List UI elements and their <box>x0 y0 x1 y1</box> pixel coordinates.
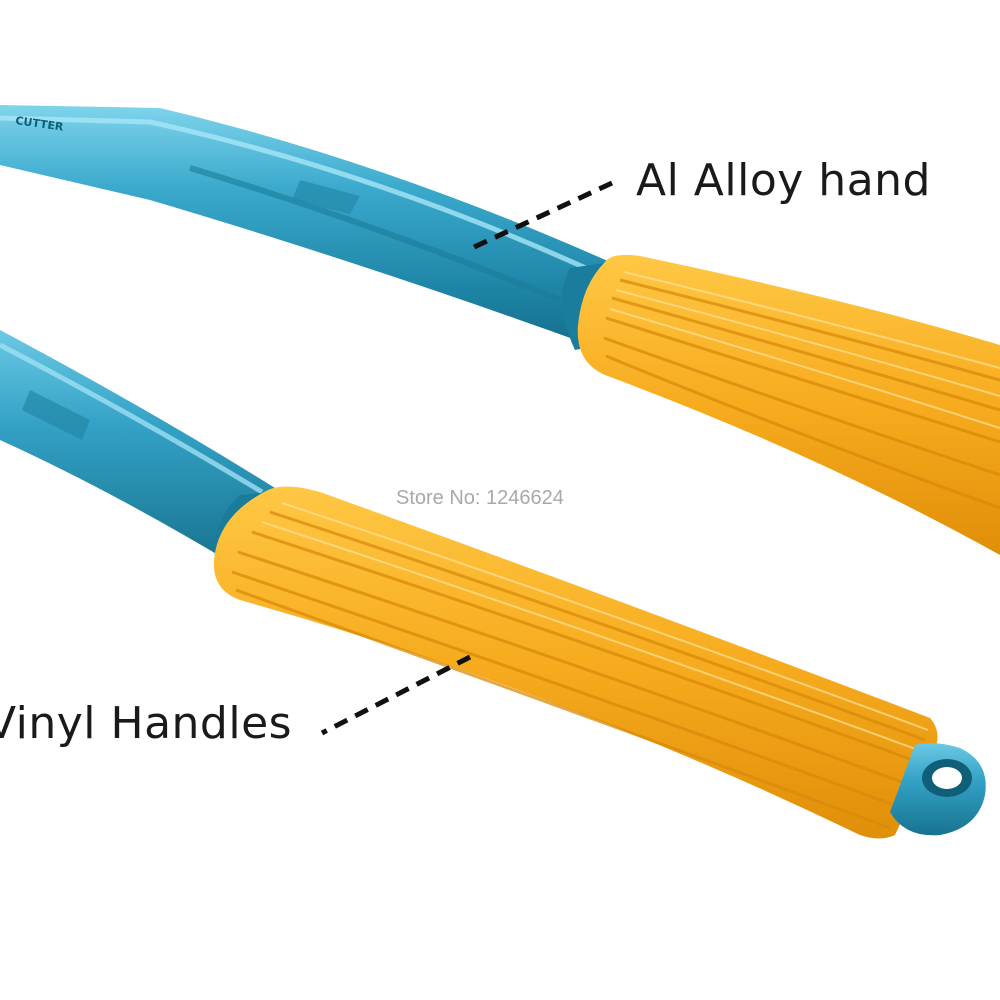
top-vinyl-grip <box>577 254 1000 555</box>
bottom-leader-line <box>320 654 472 736</box>
bottom-vinyl-grip <box>213 486 938 839</box>
top-leader-line <box>470 180 614 251</box>
handle-eyelet <box>890 743 986 836</box>
vinyl-handles-callout: Vinyl Handles <box>0 698 293 749</box>
alloy-handle-callout: Al Alloy hand <box>636 155 931 206</box>
callout-leader-lines <box>320 180 614 736</box>
store-watermark: Store No: 1246624 <box>396 487 564 509</box>
